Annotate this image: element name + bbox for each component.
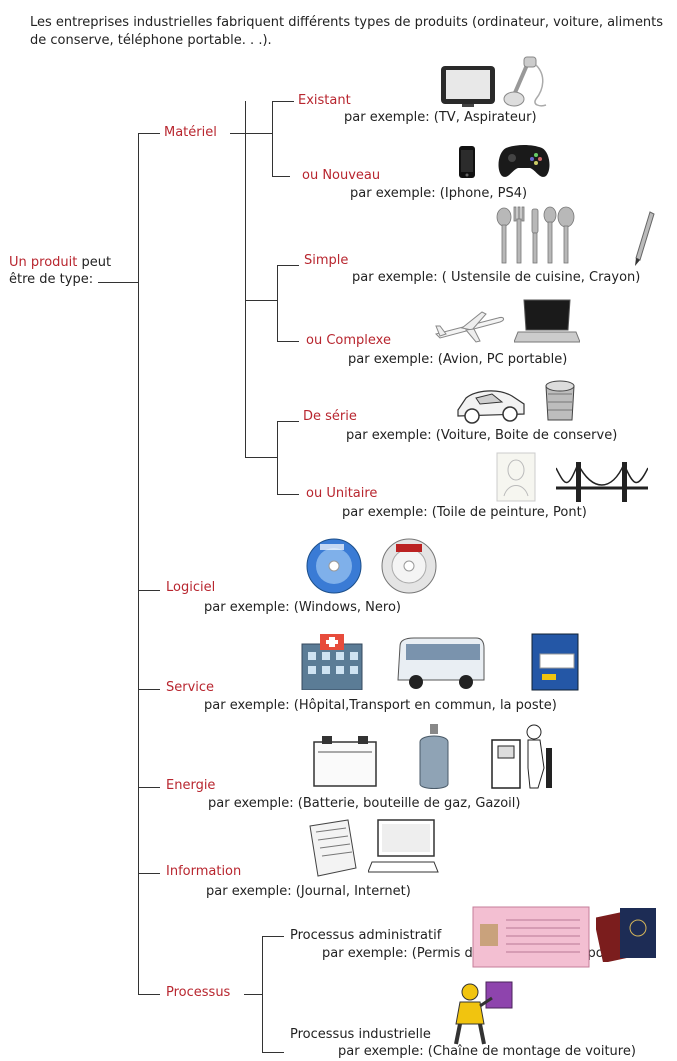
vacuum-icon [503, 56, 547, 107]
processus-sub-trunk [262, 936, 263, 1052]
nouveau-connector [272, 176, 290, 177]
existant-nouveau-trunk [272, 101, 273, 176]
materiel-sub-trunk [245, 101, 246, 457]
root-label: Un produit peut [9, 255, 111, 271]
root-label-suffix1: peut [81, 255, 112, 270]
unitaire-connector [277, 494, 299, 495]
simple-connector [277, 265, 299, 266]
example-complexe: par exemple: (Avion, PC portable) [348, 352, 568, 367]
example-energie: par exemple: (Batterie, bouteille de gaz… [208, 796, 521, 811]
category-processus: Processus [166, 985, 231, 1000]
example-logiciel: par exemple: (Windows, Nero) [204, 600, 401, 615]
assembly-worker-icon [454, 981, 513, 1045]
example-serie: par exemple: (Voiture, Boite de conserve… [346, 428, 618, 443]
car-icon [457, 390, 525, 424]
category-information: Information [166, 864, 242, 879]
processus-sub-connector [244, 994, 262, 995]
existant-connector [272, 101, 294, 102]
example-industrielle: par exemple: (Chaîne de montage de voitu… [338, 1044, 636, 1059]
utensils-icon [496, 206, 575, 264]
sub-complexe: ou Complexe [306, 333, 391, 348]
laptop-icon [514, 299, 580, 343]
painting-icon [496, 452, 536, 502]
example-simple: par exemple: ( Ustensile de cuisine, Cra… [352, 270, 641, 285]
intro-text: Les entreprises industrielles fabriquent… [30, 15, 664, 48]
industrielle-connector [262, 1052, 284, 1053]
example-existant: par exemple: (TV, Aspirateur) [344, 110, 537, 125]
root-connector [98, 282, 138, 283]
serie-unitaire-trunk [277, 421, 278, 494]
category-logiciel: Logiciel [166, 580, 216, 595]
newspaper-icon [309, 819, 357, 877]
root-label-line2: être de type: [9, 272, 94, 287]
category-energie: Energie [166, 778, 216, 793]
example-service: par exemple: (Hôpital,Transport en commu… [204, 698, 557, 713]
category-materiel: Matériel [164, 125, 217, 140]
hospital-icon [301, 634, 363, 690]
simple-complexe-connector [245, 300, 277, 301]
pencil-icon [635, 211, 655, 266]
information-connector [138, 873, 160, 874]
simple-complexe-trunk [277, 265, 278, 341]
airplane-icon [435, 311, 505, 343]
driving-license-icon [472, 906, 590, 968]
materiel-sub-connector [230, 133, 245, 134]
gas-bottle-icon [419, 724, 449, 789]
example-unitaire: par exemple: (Toile de peinture, Pont) [342, 505, 587, 520]
processus-connector [138, 994, 160, 995]
sub-simple: Simple [304, 253, 349, 268]
nero-cd-icon [381, 538, 437, 594]
passport-icon [596, 908, 656, 962]
mailbox-icon [531, 633, 579, 691]
logiciel-connector [138, 590, 160, 591]
gamepad-icon [498, 145, 550, 177]
battery-icon [313, 736, 377, 787]
serie-connector [277, 421, 299, 422]
sub-unitaire: ou Unitaire [306, 486, 378, 501]
sub-serie: De série [303, 409, 357, 424]
sub-industrielle: Processus industrielle [290, 1027, 431, 1042]
gas-pump-icon [491, 724, 552, 789]
energie-connector [138, 787, 160, 788]
computer-icon [368, 819, 439, 873]
complexe-connector [277, 341, 299, 342]
example-information: par exemple: (Journal, Internet) [206, 884, 411, 899]
service-connector [138, 689, 160, 690]
tin-can-icon [545, 380, 575, 421]
sub-administratif: Processus administratif [290, 928, 442, 943]
bus-icon [397, 637, 485, 689]
sub-nouveau: ou Nouveau [302, 168, 381, 183]
sub-existant: Existant [298, 93, 351, 108]
serie-unitaire-connector [245, 457, 277, 458]
example-nouveau: par exemple: (Iphone, PS4) [350, 186, 528, 201]
windows-cd-icon [306, 538, 362, 594]
main-trunk [138, 133, 139, 995]
tv-icon [441, 66, 495, 107]
root-label-product: Un produit [9, 255, 78, 270]
category-service: Service [166, 680, 215, 695]
bridge-icon [556, 462, 648, 502]
administratif-connector [262, 936, 284, 937]
materiel-connector [138, 133, 160, 134]
iphone-icon [459, 146, 475, 178]
existant-nouveau-connector [245, 133, 272, 134]
